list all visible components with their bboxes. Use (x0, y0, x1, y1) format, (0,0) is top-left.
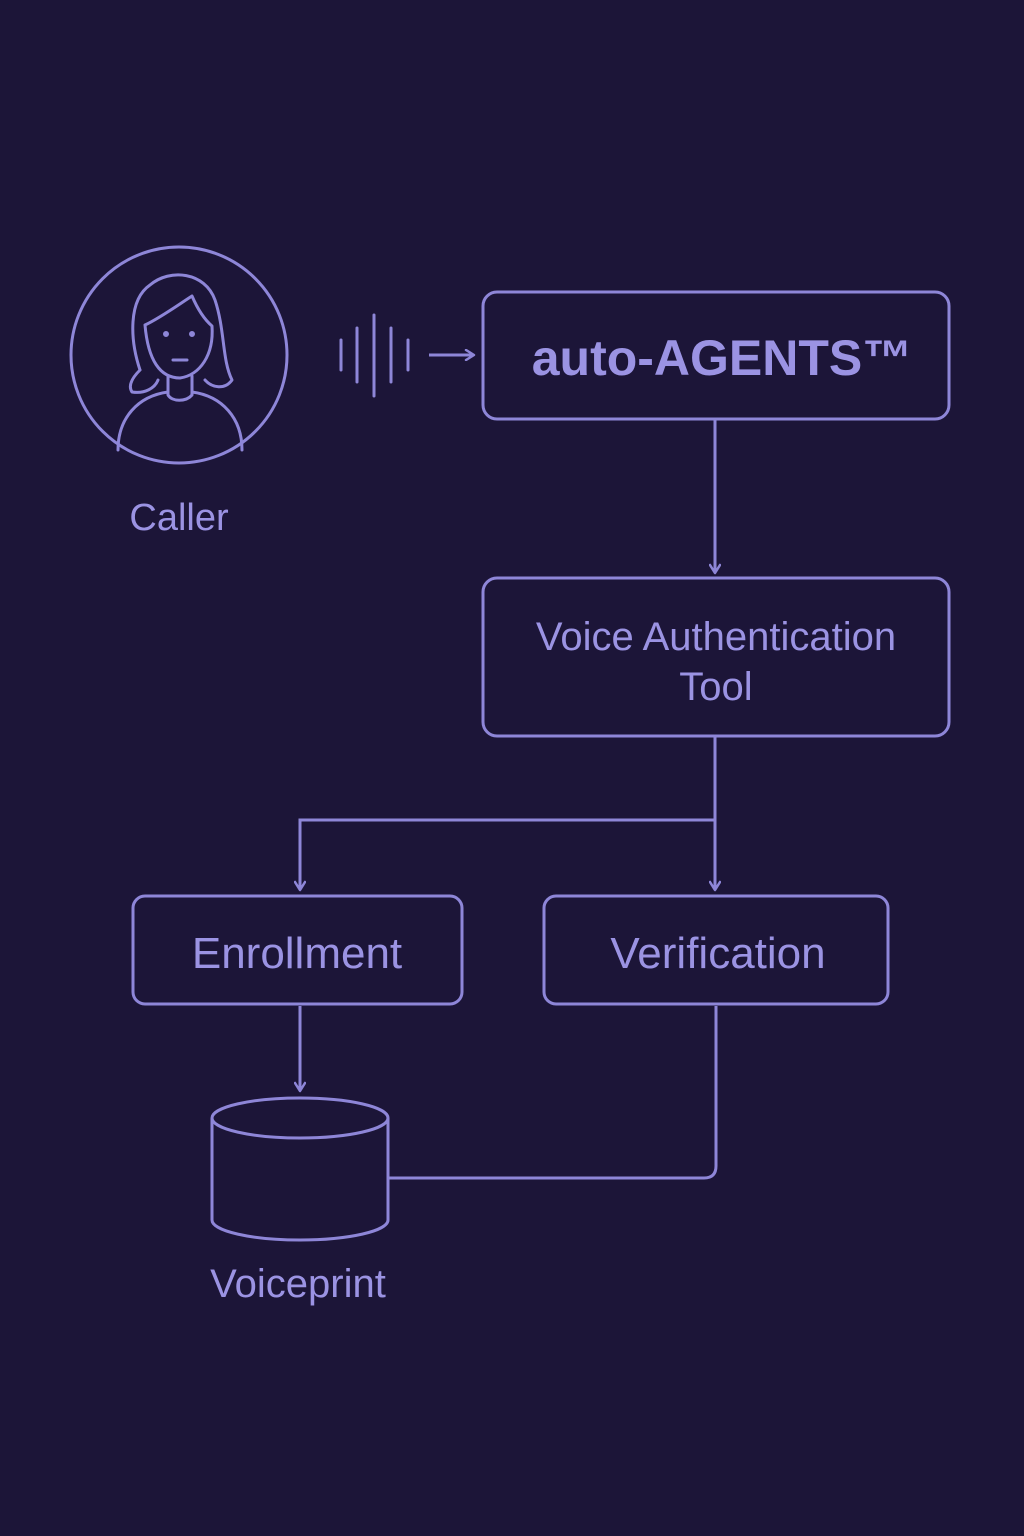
voice-auth-label-line2: Tool (679, 665, 752, 709)
agent-box (481, 290, 951, 421)
connector-verification-to-voiceprint (389, 1006, 718, 1180)
database-cylinder-icon (210, 1096, 390, 1242)
enrollment-label: Enrollment (192, 929, 402, 978)
voice-auth-label-line1: Voice Authentication (536, 615, 896, 659)
caller-label: Caller (129, 497, 229, 539)
agent-label: auto-AGENTS™ (532, 330, 913, 386)
sound-wave-icon (339, 313, 410, 398)
voice-auth-box (481, 576, 951, 738)
person-avatar-icon (69, 245, 289, 465)
arrow-auth-to-enrollment (300, 818, 715, 889)
verification-label: Verification (610, 929, 825, 978)
enrollment-box (131, 894, 464, 1006)
voiceprint-label: Voiceprint (210, 1262, 386, 1306)
verification-box (542, 894, 890, 1006)
